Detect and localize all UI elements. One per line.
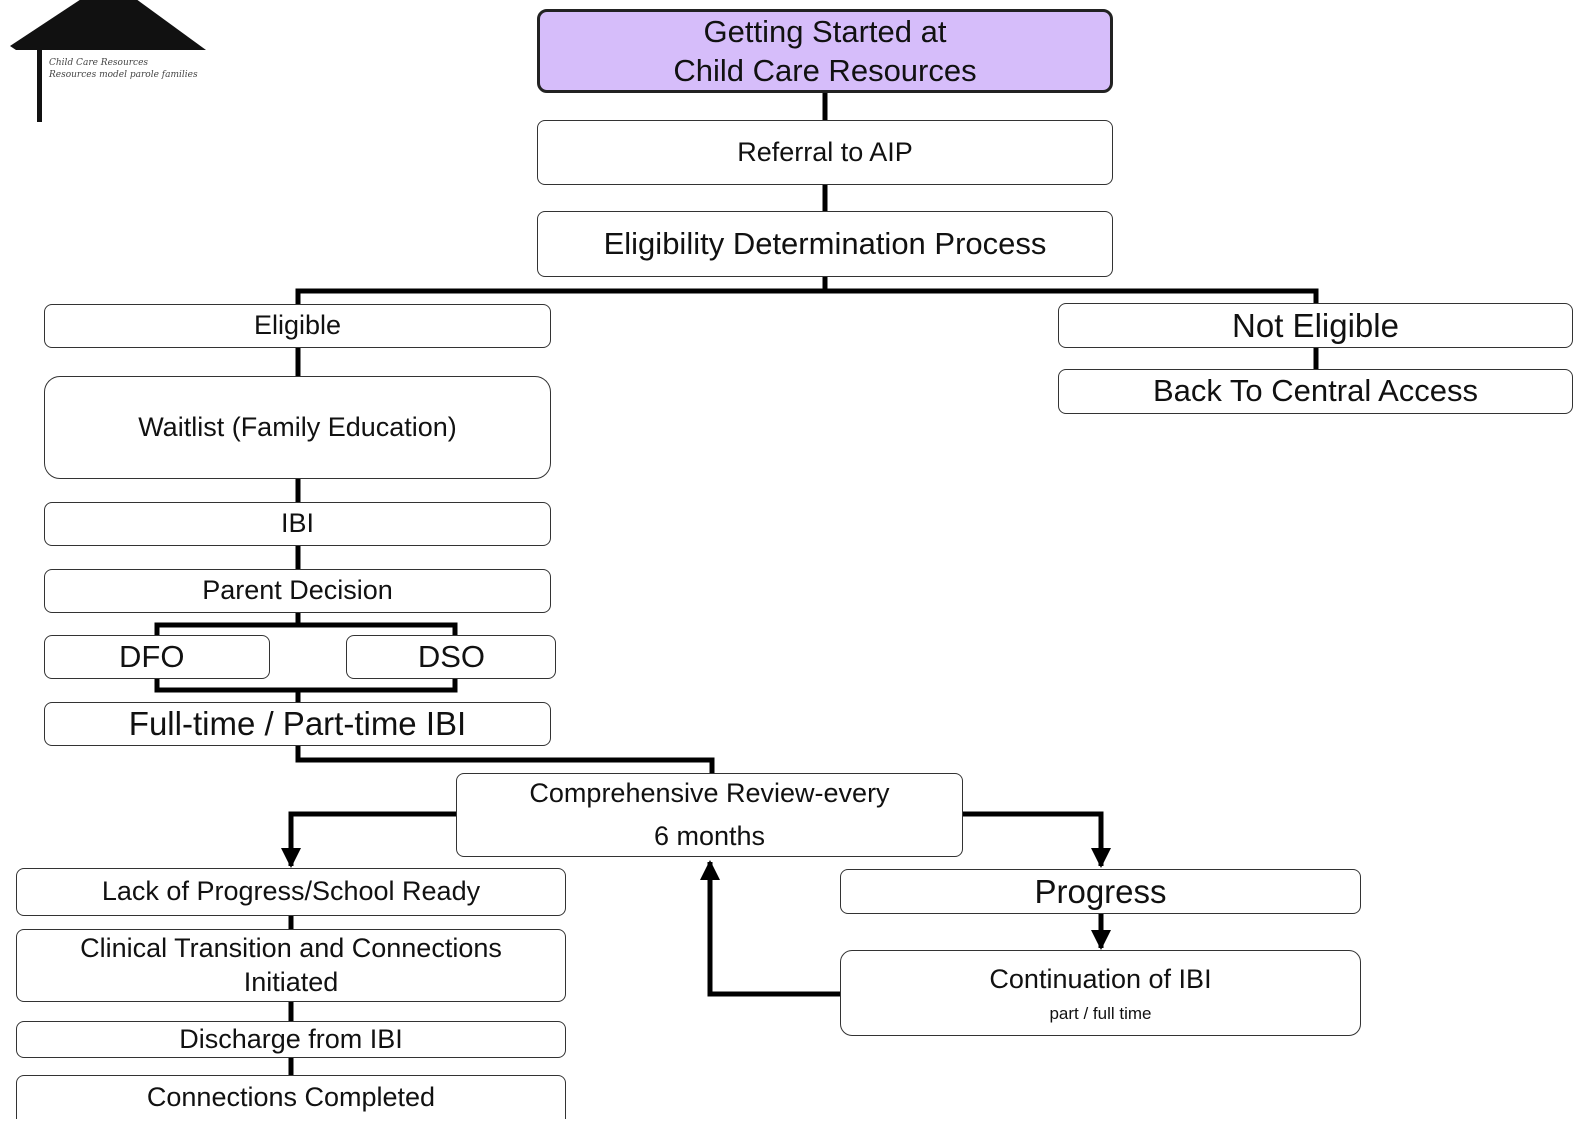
logo: [10, 0, 206, 122]
clinical-transition-line-1: Clinical Transition and Connections: [80, 932, 502, 963]
parent-decision-box: Parent Decision: [44, 569, 551, 613]
connections-completed-box: Connections Completed: [16, 1075, 566, 1119]
lack-of-progress-label: Lack of Progress/School Ready: [101, 876, 481, 907]
not-eligible-box: Not Eligible: [1058, 303, 1573, 348]
back-to-central-box: Back To Central Access: [1058, 369, 1573, 414]
continuation-line-1: Continuation of IBI: [989, 964, 1212, 995]
dso-label: DSO: [417, 638, 485, 674]
discharge-label: Discharge from IBI: [179, 1023, 403, 1054]
review-line-2: 6 months: [653, 821, 766, 851]
getting-started-line-2: Child Care Resources: [673, 53, 977, 88]
house-roof-icon: [10, 0, 206, 122]
progress-box: Progress: [840, 869, 1361, 914]
fulltime-parttime-box: Full-time / Part-time IBI: [44, 702, 551, 746]
waitlist-box: Waitlist (Family Education): [44, 376, 551, 479]
progress-label: Progress: [1034, 872, 1167, 910]
referral-box: Referral to AIP: [537, 120, 1113, 185]
fulltime-parttime-label: Full-time / Part-time IBI: [128, 705, 467, 743]
logo-line-2: Resources model parole families: [49, 70, 198, 80]
review-line-1: Comprehensive Review-every: [529, 777, 890, 808]
back-to-central-label: Back To Central Access: [1152, 373, 1479, 409]
ibi-label: IBI: [280, 508, 314, 539]
getting-started-box: Getting Started at Child Care Resources: [537, 9, 1113, 93]
logo-line-1: Child Care Resources: [49, 58, 149, 68]
lack-of-progress-box: Lack of Progress/School Ready: [16, 868, 566, 916]
logo-text: Child Care Resources Resources model par…: [49, 57, 259, 81]
ibi-box: IBI: [44, 502, 551, 546]
continuation-line-2: part / full time: [1049, 1003, 1152, 1023]
eligibility-label: Eligibility Determination Process: [603, 225, 1047, 261]
discharge-box: Discharge from IBI: [16, 1021, 566, 1058]
dfo-box: DFO: [44, 635, 270, 679]
clinical-transition-line-2: Initiated: [243, 966, 339, 997]
connections-completed-label: Connections Completed: [146, 1081, 436, 1112]
eligible-box: Eligible: [44, 304, 551, 348]
getting-started-line-1: Getting Started at: [703, 13, 947, 49]
eligible-label: Eligible: [253, 310, 342, 341]
clinical-transition-box: Clinical Transition and Connections Init…: [16, 929, 566, 1002]
comprehensive-review-box: Comprehensive Review-every 6 months: [456, 773, 963, 857]
dfo-label: DFO: [119, 638, 185, 674]
waitlist-label: Waitlist (Family Education): [138, 411, 457, 442]
page-title: Service Path for AIP at Child Care Resou…: [150, 0, 1450, 10]
referral-label: Referral to AIP: [737, 136, 913, 167]
eligibility-box: Eligibility Determination Process: [537, 211, 1113, 277]
parent-decision-label: Parent Decision: [202, 575, 393, 606]
dso-box: DSO: [346, 635, 556, 679]
continuation-box: Continuation of IBI part / full time: [840, 950, 1361, 1036]
not-eligible-label: Not Eligible: [1232, 306, 1399, 344]
